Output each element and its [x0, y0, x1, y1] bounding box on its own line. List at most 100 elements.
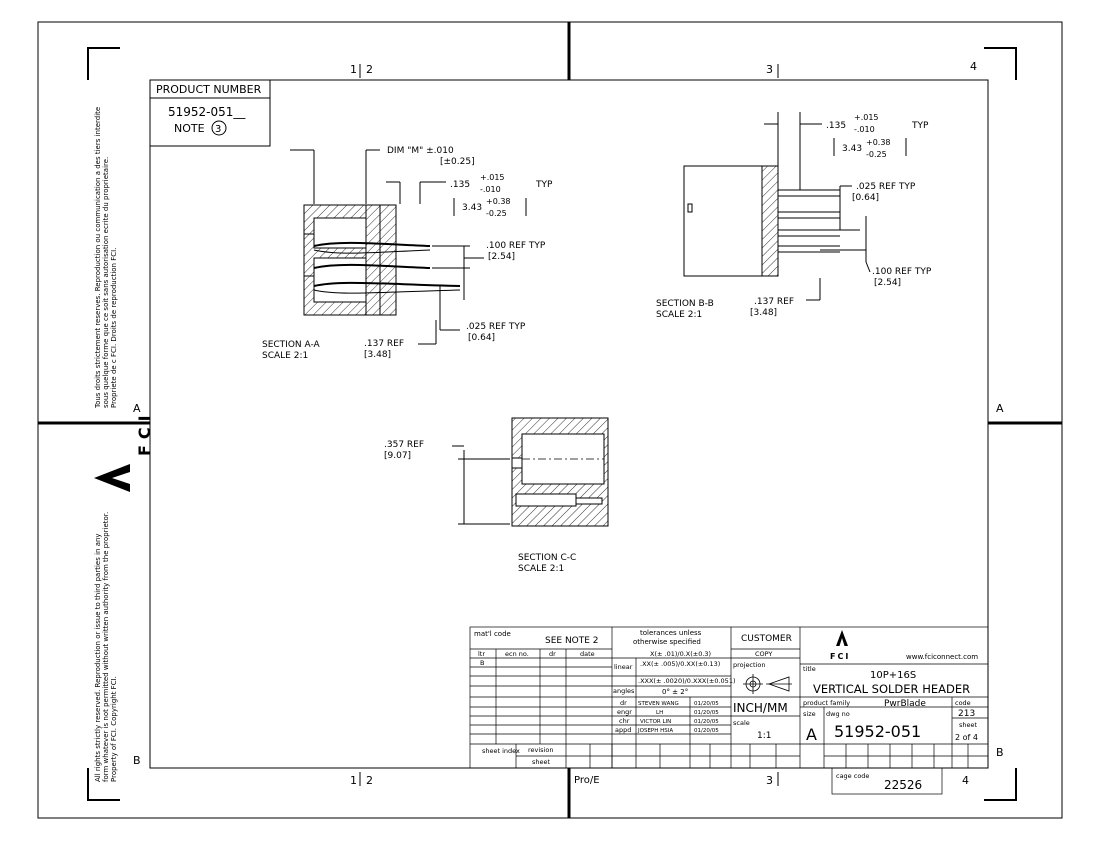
bb-tol-plus-mm: +0.38	[866, 138, 891, 147]
aa-contact-4	[313, 281, 461, 287]
tb-sig-name-3: JOSEPH HSIA	[637, 728, 673, 734]
notice-fr-line1: Tous droits strictement reserves. Reprod…	[94, 107, 102, 409]
notice-en-line3: Property of FCI. Copyright FCI.	[110, 676, 118, 782]
tb-sig-name-1: LH	[656, 710, 663, 716]
aa-dim-100-mm: [2.54]	[488, 252, 515, 262]
tb-copy: COPY	[755, 650, 772, 658]
tb-matl-code: mat'l code	[474, 630, 511, 638]
tb-dwg-no: 51952-051	[834, 722, 921, 741]
notice-en-line2: form whatever is not permitted without w…	[102, 512, 110, 782]
tb-tol-header2: otherwise specified	[633, 638, 701, 646]
bb-dim-343: 3.43	[842, 144, 862, 154]
cc-slot	[511, 457, 523, 469]
tb-see-note: SEE NOTE 2	[545, 636, 599, 646]
bb-dim-025: .025 REF TYP	[856, 182, 916, 192]
bb-typ: TYP	[911, 121, 929, 131]
tb-code-label: code	[955, 699, 971, 707]
zone-top-1: 1	[350, 63, 357, 76]
bb-tol-plus: +.015	[854, 113, 879, 122]
tb-tol-xxx: .XXX(± .0020)/0.XXX(±0.051)	[638, 677, 736, 685]
cc-lower-slot	[515, 493, 577, 507]
tb-ltr: ltr	[478, 650, 485, 658]
tb-sig-date-2: 01/20/05	[694, 719, 719, 725]
tb-rev-letter: B	[480, 659, 484, 667]
tb-sheet-value: 2 of 4	[955, 733, 978, 742]
product-number-box: PRODUCT NUMBER 51952-051__ NOTE 3	[149, 79, 271, 147]
aa-contact-3	[313, 263, 431, 269]
tb-sheet-word: sheet	[532, 758, 551, 766]
side-notice-en: All rights strictly reserved. Reproducti…	[94, 512, 118, 782]
tb-angles: angles	[613, 687, 635, 695]
tb-revision: revision	[528, 746, 553, 754]
zone-bottom-4: 4	[962, 774, 969, 787]
side-fci-logo: FCI	[94, 409, 154, 492]
tb-units: INCH/MM	[733, 701, 788, 715]
bb-title: SECTION B-B	[656, 299, 714, 309]
tb-scale-value: 1:1	[757, 731, 771, 741]
tb-dr: dr	[549, 650, 556, 658]
tb-title-label: title	[803, 665, 816, 673]
outer-border	[37, 21, 1063, 819]
aa-contact-2	[313, 249, 431, 254]
tb-projection: projection	[733, 661, 765, 669]
bb-dim-137: .137 REF	[754, 297, 794, 307]
aa-typ: TYP	[535, 180, 553, 190]
tb-sig-role-1: engr	[617, 708, 632, 716]
title-block	[469, 626, 989, 795]
product-number-label: PRODUCT NUMBER	[156, 83, 262, 96]
corner-marks	[87, 47, 1017, 801]
aa-tol-minus: -.010	[480, 185, 501, 194]
bb-key	[687, 203, 693, 213]
cc-pin-notch	[575, 497, 603, 505]
bb-scale: SCALE 2:1	[656, 310, 702, 320]
tb-title2: VERTICAL SOLDER HEADER	[813, 682, 970, 696]
cc-title: SECTION C-C	[518, 553, 576, 563]
tb-ecn-no: ecn no.	[505, 650, 529, 658]
section-cc	[511, 417, 609, 527]
aa-scale: SCALE 2:1	[262, 351, 308, 361]
tb-angle-tol: 0° ± 2°	[662, 688, 688, 696]
tb-cage-code: 22526	[884, 778, 922, 792]
aa-tol-plus-mm: +0.38	[486, 197, 511, 206]
tb-customer: CUSTOMER	[741, 634, 792, 644]
side-logo-text: FCI	[135, 409, 154, 456]
tb-sig-date-1: 01/20/05	[694, 710, 719, 716]
tb-sig-role-0: dr	[620, 699, 627, 707]
aa-dim-m-mm: [±0.25]	[440, 157, 475, 167]
notice-fr-line2: sous quelque forme que ce soit sans auto…	[102, 157, 110, 408]
aa-dim-100: .100 REF TYP	[486, 241, 546, 251]
aa-dim-343: 3.43	[462, 203, 482, 213]
tb-sheet-index: sheet index	[482, 747, 520, 755]
bb-dim-100-mm: [2.54]	[874, 278, 901, 288]
bb-tol-minus: -.010	[854, 125, 875, 134]
zone-top-3: 3	[766, 63, 773, 76]
product-number-note-num: 3	[215, 124, 221, 135]
side-notice-fr: Tous droits strictement reserves. Reprod…	[94, 107, 118, 409]
zone-bottom-3: 3	[766, 774, 773, 787]
aa-contact-5	[313, 289, 461, 294]
tb-sig-date-0: 01/20/05	[694, 701, 719, 707]
note-balloon	[211, 120, 227, 136]
tb-linear: linear	[614, 663, 633, 671]
tb-cage-code-label: cage code	[836, 772, 869, 780]
tb-sig-date-3: 01/20/05	[694, 728, 719, 734]
tb-size-value: A	[806, 725, 817, 744]
projection-symbol-icon	[743, 674, 792, 694]
tb-title1: 10P+16S	[870, 670, 916, 681]
cc-dim-357: .357 REF	[384, 440, 424, 450]
bb-dim-025-mm: [0.64]	[852, 193, 879, 203]
tb-fci-logo-icon	[836, 630, 848, 646]
fci-logo-icon	[94, 464, 130, 492]
tb-product-family: PwrBlade	[884, 699, 926, 709]
aa-dim-137-mm: [3.48]	[364, 350, 391, 360]
section-aa-dims: DIM "M" ±.010 [±0.25] .135 +.015 -.010 T…	[262, 146, 553, 361]
bb-dim-100: .100 REF TYP	[872, 267, 932, 277]
tb-dwg-no-label: dwg no	[826, 710, 850, 718]
aa-tol-minus-mm: -0.25	[486, 209, 507, 218]
aa-dim-m: DIM "M" ±.010	[387, 146, 454, 156]
cc-scale: SCALE 2:1	[518, 564, 564, 574]
product-number-note: NOTE	[174, 122, 205, 135]
zone-labels: 1 2 3 4 1 2 3 4 A A B B	[133, 60, 1004, 787]
section-aa	[303, 204, 461, 316]
